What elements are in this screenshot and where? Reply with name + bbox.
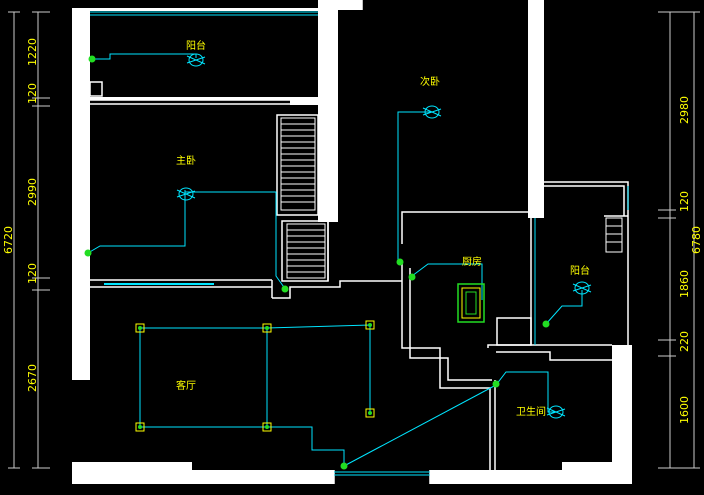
dim-left-6720: 6720 (2, 226, 15, 254)
windows (90, 11, 629, 476)
switch-node-icon (88, 55, 96, 63)
downlight-icon (135, 422, 145, 432)
room-label-balcony-top: 阳台 (186, 39, 206, 52)
downlight-icon (262, 422, 272, 432)
downlight-icon (365, 408, 375, 418)
ceiling-light-icon (546, 405, 566, 419)
interior-lines (89, 0, 629, 484)
switch-node-icon (340, 462, 348, 470)
downlight-icon (135, 323, 145, 333)
dimension-labels-right: 2980 120 6780 1860 220 1600 (678, 96, 703, 424)
ceiling-light-icon (422, 105, 442, 119)
dim-left-120a: 120 (26, 83, 39, 104)
dimension-labels-left: 1220 120 2990 6720 120 2670 (2, 38, 39, 392)
wiring (87, 53, 583, 467)
switch-node-icon (492, 380, 500, 388)
ceiling-light-icon (186, 53, 206, 67)
walls (72, 0, 632, 484)
ceiling-lights (176, 53, 592, 419)
room-label-living-room: 客厅 (176, 379, 196, 392)
room-label-balcony-right: 阳台 (570, 264, 590, 277)
room-label-kitchen: 厨房 (462, 255, 482, 268)
room-label-second-bedroom: 次卧 (420, 75, 440, 88)
downlight-icon (365, 320, 375, 330)
downlights (135, 320, 375, 432)
staircase (280, 117, 623, 279)
switch-node-icon (396, 258, 404, 266)
dim-right-1860: 1860 (678, 270, 691, 298)
switch-nodes (84, 55, 550, 470)
dimension-chain-left (8, 11, 50, 469)
ceiling-light-icon (176, 187, 196, 201)
dim-left-120b: 120 (26, 263, 39, 284)
dim-right-120: 120 (678, 191, 691, 212)
downlight-icon (262, 323, 272, 333)
room-labels: 阳台 次卧 主卧 厨房 阳台 客厅 卫生间 (176, 39, 590, 418)
dim-right-6780: 6780 (690, 226, 703, 254)
dim-left-2990: 2990 (26, 178, 39, 206)
switch-node-icon (408, 273, 416, 281)
room-label-bathroom: 卫生间 (516, 405, 546, 418)
switch-node-icon (281, 285, 289, 293)
dim-left-2670: 2670 (26, 364, 39, 392)
dim-right-2980: 2980 (678, 96, 691, 124)
kitchen-light-icon (457, 283, 485, 323)
dim-left-1220: 1220 (26, 38, 39, 66)
ceiling-light-icon (572, 281, 592, 295)
room-label-master-bedroom: 主卧 (176, 154, 196, 167)
switch-node-icon (84, 249, 92, 257)
switch-node-icon (542, 320, 550, 328)
dimension-chain-right (658, 11, 700, 469)
dim-right-220: 220 (678, 331, 691, 352)
dim-right-1600: 1600 (678, 396, 691, 424)
